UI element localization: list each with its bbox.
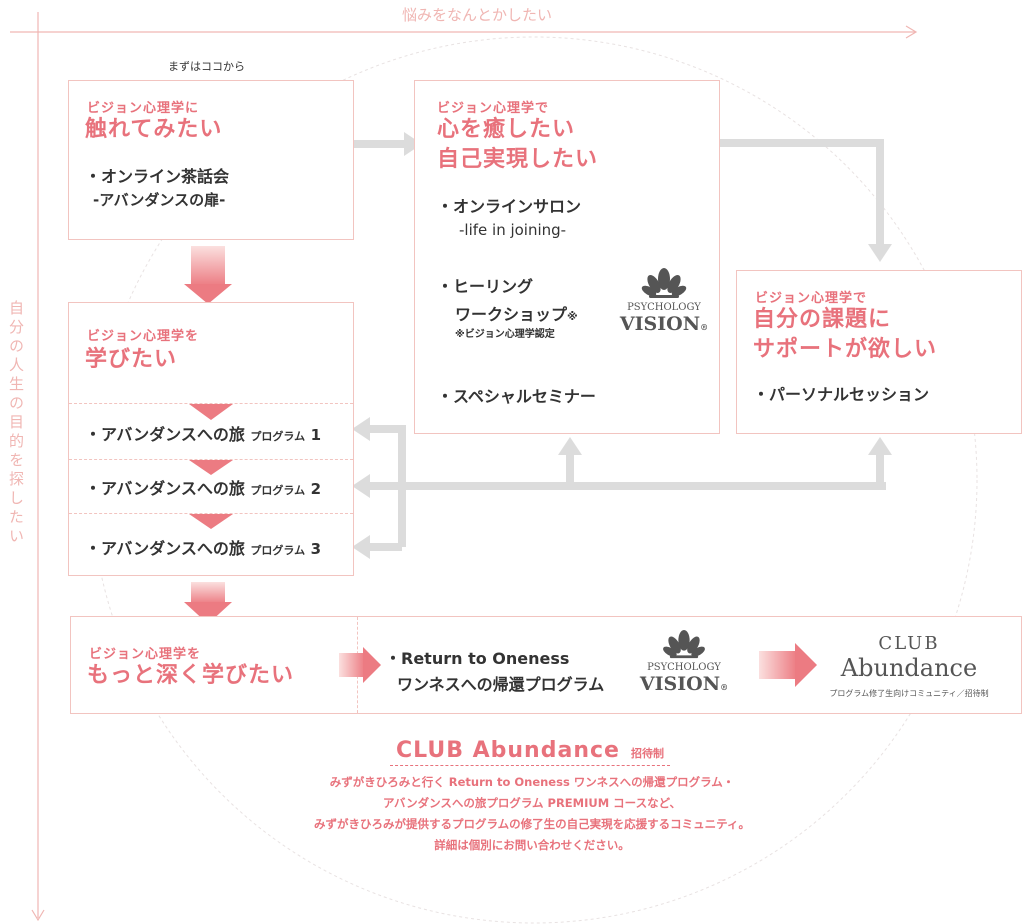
heal-item-1: ・オンラインサロン [437,197,582,216]
pink-down-arrow-1 [184,246,232,304]
learn-row-1[interactable]: ・アバンダンスへの旅 プログラム 1 [85,421,321,445]
learn-row-3-prog: プログラム [250,544,306,557]
club-section: CLUB Abundance 招待制 [300,738,760,766]
club-desc-line-1: みずがきひろみと行く Return to Oneness ワンネスへの帰還プログ… [329,775,735,789]
logo-line-2: VISION [619,313,701,335]
logo-line-2-wrap: VISION® [619,315,709,334]
learn-row-1-label: ・アバンダンスへの旅 [85,425,245,444]
logo-line-1: PSYCHOLOGY [627,302,701,313]
club-section-desc: みずがきひろみと行く Return to Oneness ワンネスへの帰還プログ… [262,772,802,856]
heal-heading: ビジョン心理学で [437,101,550,116]
learn-row-divider-2 [69,459,353,460]
club-abundance-logo: CLUB Abundance プログラム修了生向けコミュニティ／招待制 [809,633,1009,699]
learn-row-3-num: 3 [310,540,322,558]
deep-heading: ビジョン心理学を [89,647,202,662]
club-desc-line-2: アバンダンスへの旅プログラム PREMIUM コースなど、 [382,796,682,810]
support-box[interactable]: ビジョン心理学で 自分の課題に サポートが欲しい ・パーソナルセッション [736,270,1022,434]
lotus-icon-2 [663,629,705,659]
club-logo-line-2: Abundance [840,654,978,682]
logo-2-line-1: PSYCHOLOGY [647,662,721,673]
club-section-badge: 招待制 [631,747,665,760]
learn-row-2-prog: プログラム [250,484,306,497]
support-heading: ビジョン心理学で [755,291,868,306]
touch-item-1-sub: -アバンダンスの扉- [93,191,226,209]
logo-2-line-2: VISION [639,673,721,695]
touch-heading: ビジョン心理学に [87,101,200,116]
row-3-triangle [189,514,233,529]
club-section-title: CLUB Abundance [395,738,620,763]
deep-arrow-1 [339,647,381,683]
club-section-title-wrap: CLUB Abundance 招待制 [389,738,671,766]
learn-row-1-num: 1 [310,426,322,444]
learn-row-3-label: ・アバンダンスへの旅 [85,539,245,558]
background-circle [90,36,978,924]
support-item-1: ・パーソナルセッション [753,385,930,404]
deep-title: もっと深く学びたい [87,663,295,688]
learn-heading: ビジョン心理学を [87,329,200,344]
start-note: まずはココから [168,60,245,73]
heal-item-2-line-1: ・ヒーリング [437,277,534,296]
touch-title: 触れてみたい [85,117,223,142]
deep-box[interactable]: ビジョン心理学を もっと深く学びたい ・Return to Oneness ワン… [70,616,1022,714]
row-1-triangle [189,404,233,420]
row-2-triangle [189,460,233,475]
learn-row-3[interactable]: ・アバンダンスへの旅 プログラム 3 [85,535,321,559]
heal-item-2-line-2: ワークショップ※ [455,301,578,325]
learn-row-2[interactable]: ・アバンダンスへの旅 プログラム 2 [85,475,321,499]
deep-arrow-2 [759,643,817,687]
heal-item-2-label: ワークショップ [455,305,568,324]
club-logo-line-1: CLUB [878,633,940,654]
touch-item-1: ・オンライン茶話会 [85,167,230,186]
learn-title: 学びたい [85,347,178,372]
heal-box[interactable]: ビジョン心理学で 心を癒したい 自己実現したい ・オンラインサロン -life … [414,80,720,434]
learn-row-1-prog: プログラム [250,430,306,443]
pink-down-arrow-2 [184,582,232,624]
lotus-icon [641,268,687,298]
touch-box[interactable]: ビジョン心理学に 触れてみたい ・オンライン茶話会 -アバンダンスの扉- [68,80,354,240]
top-axis-label: 悩みをなんとかしたい [402,6,553,24]
heal-title-line-1: 心を癒したい [437,117,576,142]
deep-item-1: ・Return to Oneness [385,649,570,668]
left-axis-label: 自分の人生の目的を探したい [7,300,25,547]
heal-item-1-sub: -life in joining- [459,221,567,239]
heal-item-2-note: ※ビジョン心理学認定 [455,329,555,340]
left-axis-arrowhead [31,909,45,922]
learn-row-divider-3 [69,513,353,514]
heal-title-line-2: 自己実現したい [437,147,599,172]
club-logo-caption: プログラム修了生向けコミュニティ／招待制 [829,689,989,698]
heal-item-2-mark: ※ [567,310,578,323]
club-desc-line-3: みずがきひろみが提供するプログラムの修了生の自己実現を応援するコミュニティ。 [314,817,750,831]
heal-item-3: ・スペシャルセミナー [437,387,596,406]
top-axis-arrowhead [905,25,918,39]
learn-row-2-num: 2 [310,480,322,498]
logo-2-line-2-wrap: VISION® [639,675,729,694]
psychology-vision-logo: PSYCHOLOGY VISION® [619,267,709,334]
learn-row-divider-1 [69,403,353,404]
support-title-line-2: サポートが欲しい [753,337,938,362]
learn-row-triangles [189,404,233,529]
psychology-vision-logo-2: PSYCHOLOGY VISION® [639,629,729,694]
logo-2-mark: ® [720,682,729,692]
learn-row-2-label: ・アバンダンスへの旅 [85,479,245,498]
learn-box[interactable]: ビジョン心理学を 学びたい ・アバンダンスへの旅 プログラム 1 ・アバンダンス… [68,302,354,576]
support-title-line-1: 自分の課題に [753,307,892,332]
deep-item-1-sub: ワンネスへの帰還プログラム [397,675,605,694]
logo-mark: ® [700,322,709,332]
club-desc-line-4: 詳細は個別にお問い合わせください。 [434,838,630,852]
